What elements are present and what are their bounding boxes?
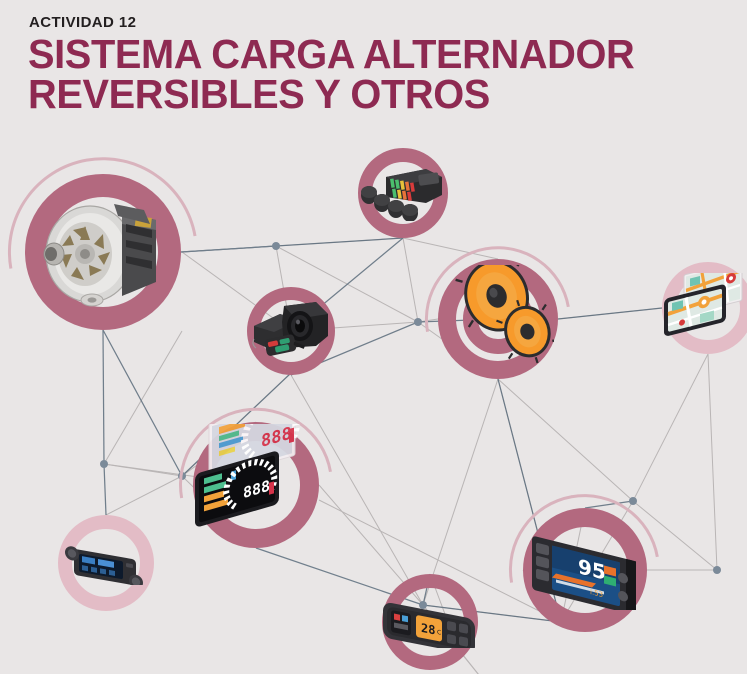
diagram-node-dashcam[interactable]: Camara y mando <box>247 287 335 375</box>
diagram-node-gps-navigator[interactable]: Navegador GPS <box>662 260 747 354</box>
speaker-art <box>455 252 559 364</box>
trip-computer-art: 95 i.53 <box>532 536 636 616</box>
network-node-dot <box>178 472 186 480</box>
network-node-dot <box>629 497 637 505</box>
diagram-node-climate-control[interactable]: 28 C Climatizador <box>382 574 478 670</box>
car-radio-art <box>65 546 143 589</box>
parking-sensor-art <box>361 169 442 222</box>
network-node-dot <box>414 318 422 326</box>
page-title-line-1: SISTEMA CARGA ALTERNADOR <box>28 31 635 77</box>
network-node-dot <box>713 566 721 574</box>
dashcam-art <box>252 302 328 356</box>
diagram-node-car-radio[interactable]: Radio de coche <box>58 515 154 611</box>
header-block: ACTIVIDAD 12 SISTEMA CARGA ALTERNADOR RE… <box>28 14 653 115</box>
trip-computer-sub: i.53 <box>590 587 603 599</box>
diagram-node-parking-sensors[interactable]: Sensores de aparcamiento <box>358 148 448 238</box>
climate-temp-value: 28 <box>421 621 435 638</box>
network-node-dot <box>272 242 280 250</box>
network-node-dot <box>100 460 108 468</box>
page-title: SISTEMA CARGA ALTERNADOR REVERSIBLES Y O… <box>28 31 635 117</box>
page-title-line-2: REVERSIBLES Y OTROS <box>28 70 490 117</box>
hud-display-art: 888 888 <box>195 399 300 527</box>
activity-kicker: ACTIVIDAD 12 <box>29 14 137 31</box>
climate-control-art: 28 C <box>383 602 475 654</box>
diagram-node-hud-display[interactable]: 888 888 Head-Up Display <box>148 377 364 593</box>
gps-navigator-art <box>664 260 743 336</box>
climate-temp-unit: C <box>437 629 441 637</box>
diagram-node-speakers[interactable]: Altavoces <box>396 217 600 421</box>
diagram-node-alternator[interactable]: Alternador <box>0 119 236 385</box>
alternator-art <box>43 204 156 307</box>
diagram-node-trip-computer[interactable]: 95 i.53 Ordenador de a bordo <box>479 464 691 674</box>
